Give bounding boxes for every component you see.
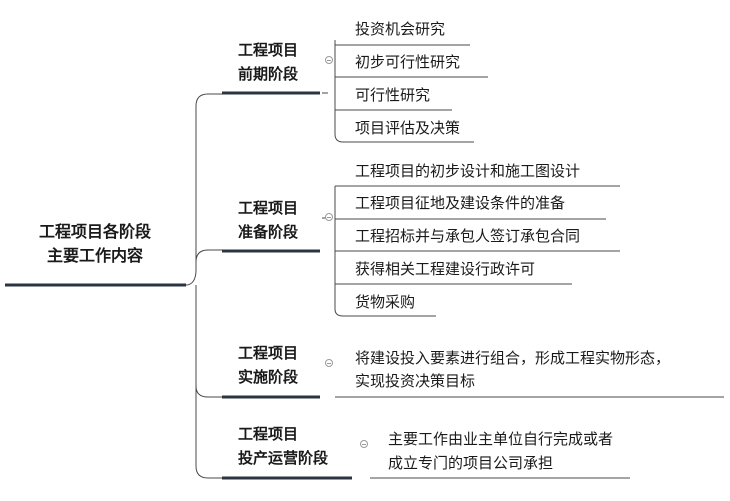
stage-node-preparation[interactable]: 工程项目 准备阶段 [238, 196, 298, 244]
stage-node-preliminary[interactable]: 工程项目 前期阶段 [238, 38, 298, 86]
stage-title-line2: 前期阶段 [238, 65, 299, 83]
leaf-item[interactable]: 项目评估及决策 [355, 119, 461, 137]
root-node[interactable]: 工程项目各阶段 主要工作内容 [10, 220, 180, 268]
stage-title-line2: 投产运营阶段 [238, 449, 329, 467]
stage-node-implementation[interactable]: 工程项目 实施阶段 [238, 341, 298, 389]
stage-title-line1: 工程项目 [238, 41, 299, 59]
collapse-icon[interactable] [325, 56, 333, 64]
leaf-item[interactable]: 可行性研究 [355, 86, 431, 104]
collapse-icon[interactable] [360, 440, 368, 448]
collapse-icon[interactable] [325, 213, 333, 221]
leaf-item[interactable]: 成立专门的项目公司承担 [388, 454, 554, 472]
stage-title-line2: 准备阶段 [238, 223, 299, 241]
leaf-item[interactable]: 货物采购 [355, 293, 416, 311]
stage1-leaf-branches [322, 40, 488, 143]
stage-title-line1: 工程项目 [238, 199, 299, 217]
stage-title-line1: 工程项目 [238, 425, 299, 443]
stage-title-line1: 工程项目 [238, 344, 299, 362]
root-title-line2: 主要工作内容 [46, 246, 143, 265]
stage-title-line2: 实施阶段 [238, 368, 299, 386]
leaf-item[interactable]: 投资机会研究 [355, 20, 446, 38]
root-title-line1: 工程项目各阶段 [38, 222, 151, 241]
leaf-item[interactable]: 工程项目的初步设计和施工图设计 [355, 162, 581, 180]
stage2-leaf-branches [322, 185, 620, 317]
collapse-icon[interactable] [325, 359, 333, 367]
leaf-item[interactable]: 主要工作由业主单位自行完成或者 [388, 430, 614, 448]
leaf-item[interactable]: 获得相关工程建设行政许可 [355, 260, 536, 278]
leaf-item[interactable]: 工程招标并与承包人签订承包合同 [355, 227, 581, 245]
stage-node-operation[interactable]: 工程项目 投产运营阶段 [238, 422, 328, 470]
leaf-item[interactable]: 工程项目征地及建设条件的准备 [355, 194, 566, 212]
trunk-branch [185, 93, 222, 479]
leaf-item[interactable]: 初步可行性研究 [355, 53, 461, 71]
leaf-item[interactable]: 实现投资决策目标 [355, 372, 476, 390]
leaf-item[interactable]: 将建设投入要素进行组合，形成工程实物形态， [355, 349, 671, 367]
